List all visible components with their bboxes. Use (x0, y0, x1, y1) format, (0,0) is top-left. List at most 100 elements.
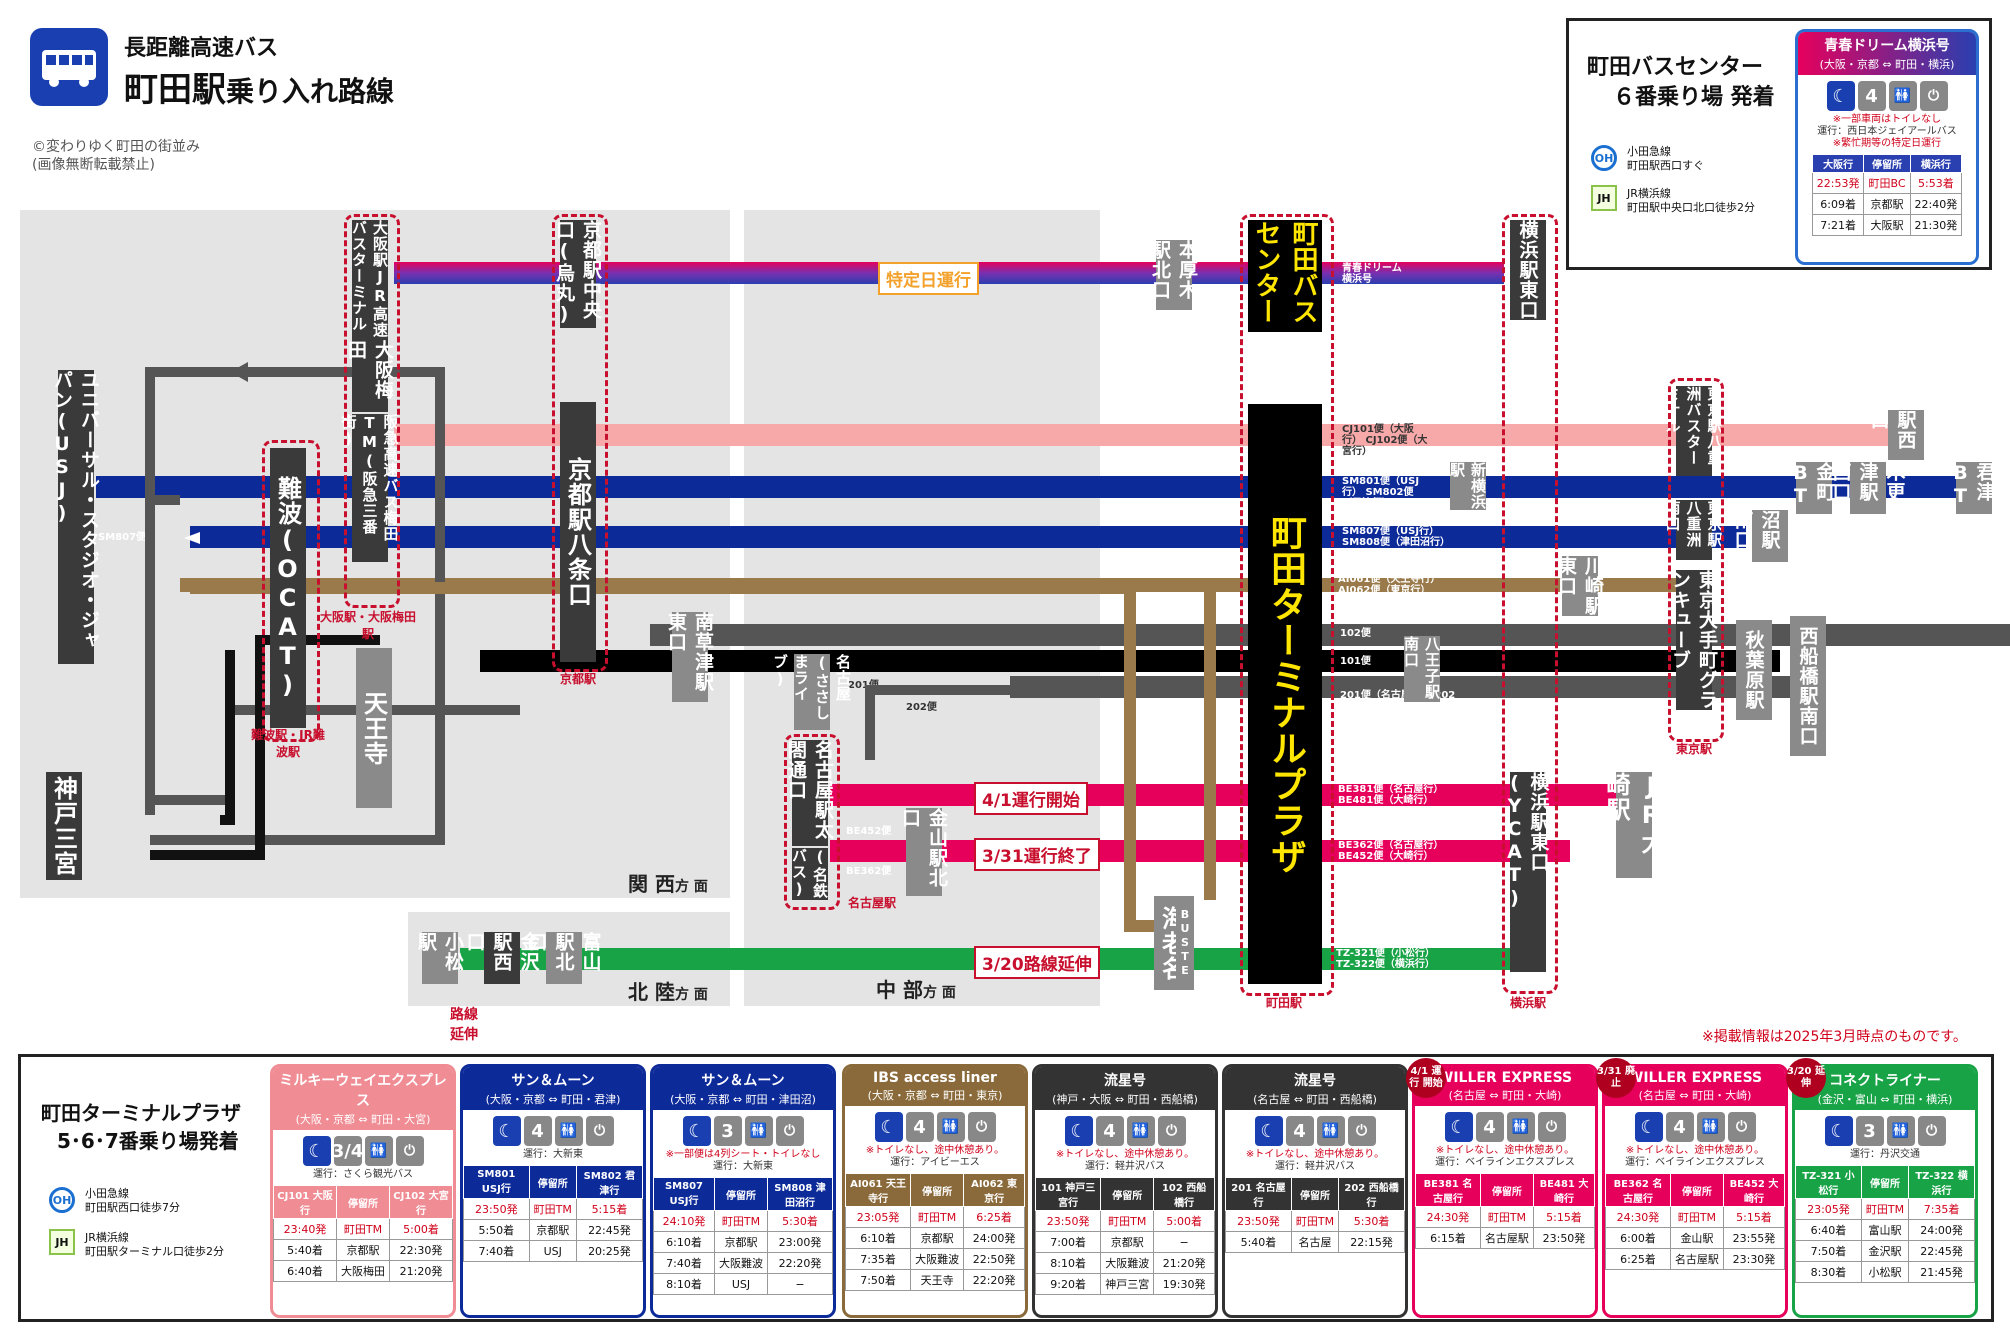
seishun-note1: ※一部車両はトイレなし (1832, 114, 1942, 125)
tt-header: 102 西船橋行 (1153, 1177, 1215, 1211)
tt-header: BE362 名古屋行 (1605, 1173, 1671, 1207)
tt-header: TZ-321 小松行 (1795, 1165, 1862, 1199)
tt-header: 停留所 (714, 1177, 769, 1211)
jh-line: JR横浜線 (1627, 187, 1671, 200)
caption-extend: 路線延伸 (450, 1007, 478, 1043)
plaza-oh-line: 小田急線 (85, 1187, 129, 1200)
tt-header: AI062 東京行 (963, 1173, 1025, 1207)
tt-cell: 23:05発 (1795, 1198, 1862, 1220)
card-operator: 運行：さくら観光バス (313, 1169, 413, 1180)
tt-cell: 6:00着 (1605, 1227, 1671, 1249)
seat-icon: 3 (1855, 1116, 1884, 1146)
card-status-badge: 4/1 運行 開始 (1406, 1058, 1446, 1098)
card-note: ※トイレなし、途中休憩あり。 (1245, 1149, 1385, 1160)
tt-cell: 町田TM (1669, 1206, 1724, 1228)
tt-cell: 7:35着 (845, 1248, 912, 1270)
tt-header: AI061 天王寺行 (845, 1173, 912, 1207)
title-suffix: 乗り入れ路線 (226, 75, 395, 108)
tt-cell: 8:10着 (653, 1273, 716, 1295)
station-kanayama: 金山駅北口 (899, 808, 948, 896)
station-usj: ユニバーサル・スタジオ・ジャパン(USJ) (51, 370, 100, 664)
tt-cell: 町田TM (910, 1206, 965, 1228)
sm2-line-label: SM807便（USJ行） SM808便（津田沼行） (1342, 526, 1451, 548)
group-machida (1240, 214, 1334, 996)
card-title: サン＆ムーン (463, 1067, 643, 1091)
sm807-label: SM807便 (98, 532, 147, 543)
station-yokohama-east: 横浜駅東口 (1510, 220, 1546, 320)
tt-cell: 23:30発 (1722, 1248, 1785, 1270)
tt-cell: 23:55発 (1722, 1227, 1785, 1249)
tt-cell: 9:20着 (1035, 1273, 1102, 1295)
route-card: サン＆ムーン (大阪・京都 ⇔ 町田・君津) ☾ 4 🚻 ⏻ 運行：大新東 SM… (460, 1064, 646, 1318)
tt-cell: 7:40着 (653, 1252, 716, 1274)
toilet-icon: 🚻 (1126, 1116, 1155, 1146)
station-kimitsu: 君津BT (1950, 462, 1996, 514)
title-main: 町田駅 (124, 70, 226, 110)
route-card: WILLER EXPRESS (名古屋 ⇔ 町田・大崎) ☾ 4 🚻 ⏻ ※トイ… (1412, 1064, 1598, 1318)
card-note: ※トイレなし、途中休憩あり。 (865, 1145, 1005, 1156)
tt-header: TZ-322 横浜行 (1908, 1165, 1975, 1199)
tt-cell: 7:21着 (1811, 214, 1865, 236)
seishun-line-label: 青春ドリーム 横浜号 (1342, 263, 1402, 285)
tt-cell: 名古屋 (1290, 1231, 1340, 1253)
station-honatsugi: 本厚木駅北口 (1149, 240, 1198, 310)
seishun-note2: ※繁忙期等の特定日運行 (1832, 138, 1942, 149)
bus-logo-icon (30, 28, 108, 106)
station-omiya: 大宮駅西口 (1868, 410, 1944, 460)
tt-cell: 6:10着 (845, 1227, 912, 1249)
card-operator: 運行：丹沢交通 (1850, 1149, 1920, 1160)
tt-header: BE481 大崎行 (1532, 1173, 1595, 1207)
tt-cell: 22:20発 (963, 1269, 1025, 1291)
tt-cell: 23:50発 (463, 1198, 530, 1220)
toilet-icon: 🚻 (554, 1116, 583, 1146)
banner-start: 4/1運行開始 (974, 782, 1088, 815)
card-status-badge: 3/31 廃止 (1596, 1058, 1636, 1098)
caption-yokohama: 横浜駅 (1509, 996, 1546, 1010)
tt-cell: 7:50着 (845, 1269, 912, 1291)
card-note: ※トイレなし、途中休憩あり。 (1625, 1145, 1765, 1156)
tt-header: 大阪行 (1811, 154, 1865, 173)
seishun-name: 青春ドリーム横浜号 (1798, 32, 1976, 56)
toilet-icon: 🚻 (936, 1112, 965, 1142)
card-title: 流星号 (1035, 1067, 1215, 1091)
card-status-badge: 3/20 延伸 (1786, 1058, 1826, 1098)
night-moon-icon: ☾ (492, 1116, 521, 1146)
card-note: ※一部便は4列シート・トイレなし (665, 1149, 821, 1160)
outlet-icon: ⏻ (1727, 1112, 1756, 1142)
card-operator: 運行：大新東 (713, 1161, 773, 1172)
n201-label: 201便 (848, 680, 879, 691)
tt-cell: 町田TM (528, 1198, 577, 1220)
station-akihabara: 秋葉原駅 (1736, 620, 1772, 720)
station-machida-plaza: 町田ターミナルプラザ (1248, 404, 1322, 984)
tt-header: 停留所 (1290, 1177, 1340, 1211)
plaza-oh-detail: 町田駅西口徒歩7分 (85, 1201, 180, 1214)
tt-header: 停留所 (336, 1185, 390, 1219)
station-kanazawa: 金沢駅西口 (464, 932, 540, 984)
outlet-icon: ⏻ (1919, 81, 1948, 111)
group-osaka (344, 214, 400, 608)
seat-icon: 4 (1857, 81, 1886, 111)
tt-cell: 神戸三宮 (1100, 1273, 1155, 1295)
seat-icon: 4 (523, 1116, 552, 1146)
tt-cell: 名古屋駅 (1479, 1227, 1534, 1249)
group-kyoto (552, 214, 608, 672)
seat-icon: 3/4 (332, 1136, 363, 1166)
night-moon-icon: ☾ (1826, 81, 1855, 111)
tt-header: 停留所 (1479, 1173, 1534, 1207)
tt-cell: 7:35着 (1908, 1198, 1975, 1220)
tt-header: SM801 USJ行 (463, 1165, 530, 1199)
card-route: (大阪・京都 ⇔ 町田・東京) (845, 1087, 1025, 1106)
tt-cell: 大阪難波 (1100, 1252, 1155, 1274)
card-route: (名古屋 ⇔ 町田・西船橋) (1225, 1091, 1405, 1110)
outlet-icon: ⏻ (1537, 1112, 1566, 1142)
tt-cell: 5:15着 (1722, 1206, 1785, 1228)
card-operator: 運行：ベイラインエクスプレス (1625, 1157, 1765, 1168)
tt-header: 横浜行 (1909, 154, 1963, 173)
oh-detail: 町田駅西口すぐ (1627, 159, 1704, 172)
